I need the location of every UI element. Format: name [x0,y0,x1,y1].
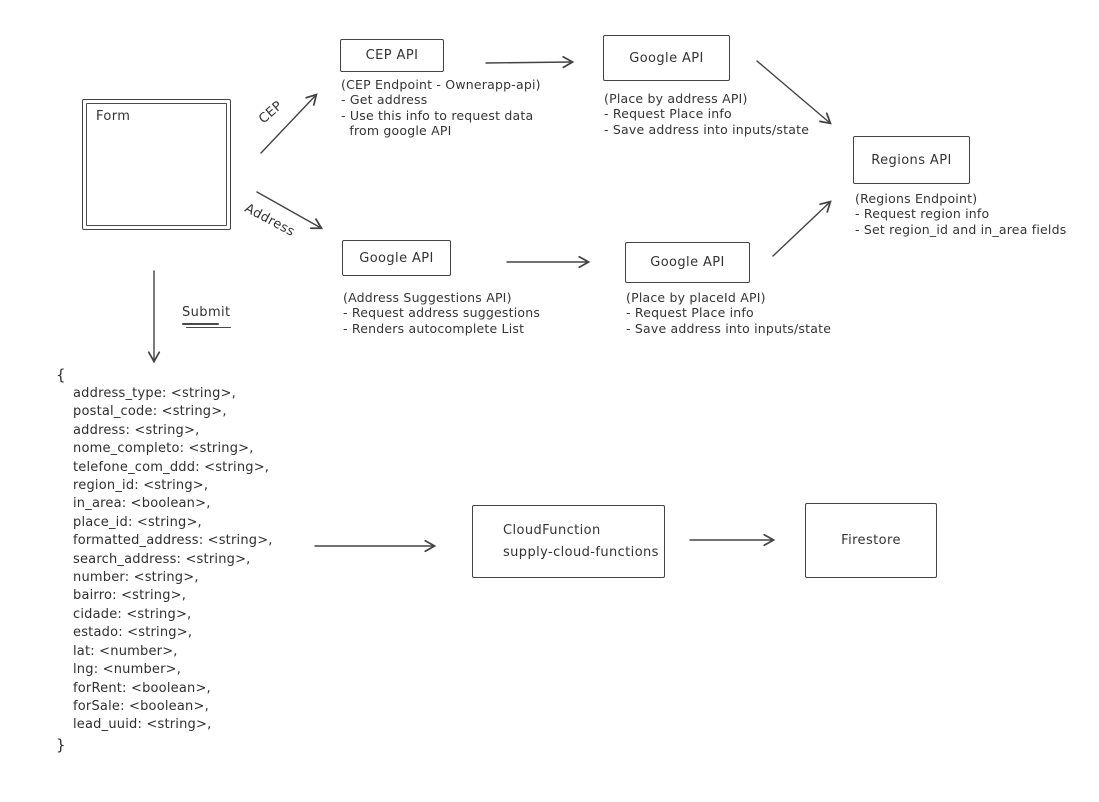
payload-field: cidade: <string>, [73,606,192,622]
note-line: (Address Suggestions API) [343,290,512,305]
note-line: - Set region_id and in_area fields [855,221,1067,237]
cloud-function-node[interactable]: CloudFunction supply-cloud-functions [472,505,665,578]
form-node[interactable]: Form [82,99,231,230]
payload-field: lng: <number>, [73,662,182,678]
submit-payload-block[interactable]: { address_type: <string>, postal_code: <… [56,365,273,755]
regions-api-node[interactable]: Regions API [853,136,970,184]
payload-field: region_id: <string>, [73,478,209,494]
payload-field: search_address: <string>, [73,551,251,567]
payload-close-brace: } [56,735,66,754]
cep-arrow[interactable] [260,93,318,154]
payload-field: forRent: <boolean>, [73,680,211,696]
note-line: - Renders autocomplete List [343,320,525,336]
payload-field: address: <string>, [73,422,200,438]
cep-api-note[interactable]: (CEP Endpoint - Ownerapp-api) - Get addr… [341,77,541,138]
firestore-node[interactable]: Firestore [805,503,937,578]
payload-field: number: <string>, [73,570,199,586]
cloud-function-title: CloudFunction [503,523,601,538]
form-node-inner-border [86,103,227,226]
note-line: - Request region info [855,206,990,222]
google-place-by-address-note[interactable]: (Place by address API) - Request Place i… [604,91,809,137]
payload-field: formatted_address: <string>, [73,533,273,549]
payload-field: postal_code: <string>, [73,404,227,420]
note-line: (Place by address API) [604,91,748,106]
google-place-by-placeid-title: Google API [650,255,725,270]
submit-underline-1 [182,323,219,325]
payload-field: forSale: <boolean>, [73,698,209,714]
payload-field: lead_uuid: <string>, [73,717,212,733]
cloud-function-subtitle: supply-cloud-functions [503,545,659,560]
payload-field: nome_completo: <string>, [73,441,254,457]
regions-api-note[interactable]: (Regions Endpoint) - Request region info… [855,191,1066,237]
note-line: - Get address [341,92,428,108]
payload-field: telefone_com_ddd: <string>, [73,459,270,475]
payload-field: bairro: <string>, [73,588,187,604]
note-line: - Save address into inputs/state [626,320,832,336]
address-arrow[interactable] [256,191,324,230]
firestore-title: Firestore [841,533,901,548]
regions-api-title: Regions API [871,152,952,168]
google-place-by-placeid-note[interactable]: (Place by placeId API) - Request Place i… [626,290,831,336]
note-line: from google API [341,122,452,138]
payload-field: address_type: <string>, [73,386,236,401]
google-place-by-address-title: Google API [629,50,704,66]
payload-field: place_id: <string>, [73,514,202,530]
cep-api-title: CEP API [365,48,419,63]
google-address-suggestions-node[interactable]: Google API [342,240,451,276]
note-line: - Use this info to request data [341,107,534,123]
google-place-by-address-node[interactable]: Google API [603,35,730,81]
payload-open-brace: { [56,366,66,384]
note-line: - Request address suggestions [343,305,541,321]
google-address-suggestions-title: Google API [359,250,434,266]
note-line: - Request Place info [626,305,754,321]
note-line: - Save address into inputs/state [604,121,810,137]
payload-field: lat: <number>, [73,643,178,659]
submit-edge-label: Submit [182,305,231,320]
form-node-label: Form [96,109,131,124]
google-place-by-placeid-node[interactable]: Google API [625,242,750,283]
payload-field: estado: <string>, [73,625,193,641]
note-line: - Request Place info [604,106,732,122]
submit-underline-2 [186,327,231,329]
placeid-to-regions-arrow[interactable] [772,200,832,257]
google-address-suggestions-note[interactable]: (Address Suggestions API) - Request addr… [343,290,540,336]
note-line: (Regions Endpoint) [855,191,978,206]
google-to-regions-arrow[interactable] [756,60,832,125]
note-line: (Place by placeId API) [626,290,766,305]
cep-api-node[interactable]: CEP API [340,39,444,72]
note-line: (CEP Endpoint - Ownerapp-api) [341,77,541,92]
payload-field: in_area: <boolean>, [73,496,211,512]
cep-to-google-arrow[interactable] [485,55,575,69]
